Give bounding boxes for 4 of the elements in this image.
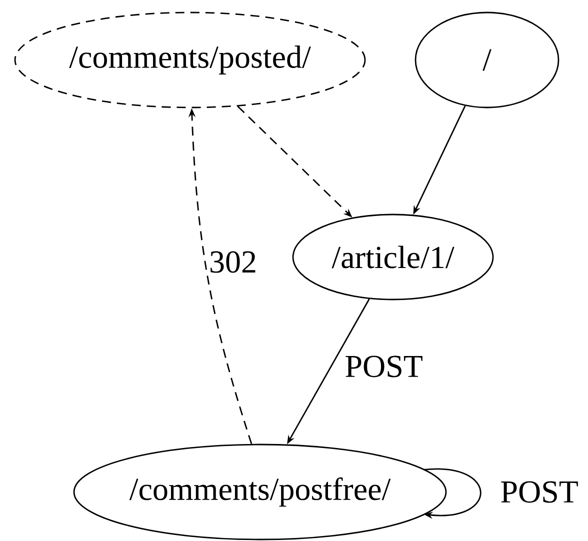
edge-label: 302 — [207, 249, 259, 275]
edge-label: POST — [342, 354, 425, 380]
arrow — [424, 468, 482, 519]
edge-label: POST — [498, 479, 580, 505]
